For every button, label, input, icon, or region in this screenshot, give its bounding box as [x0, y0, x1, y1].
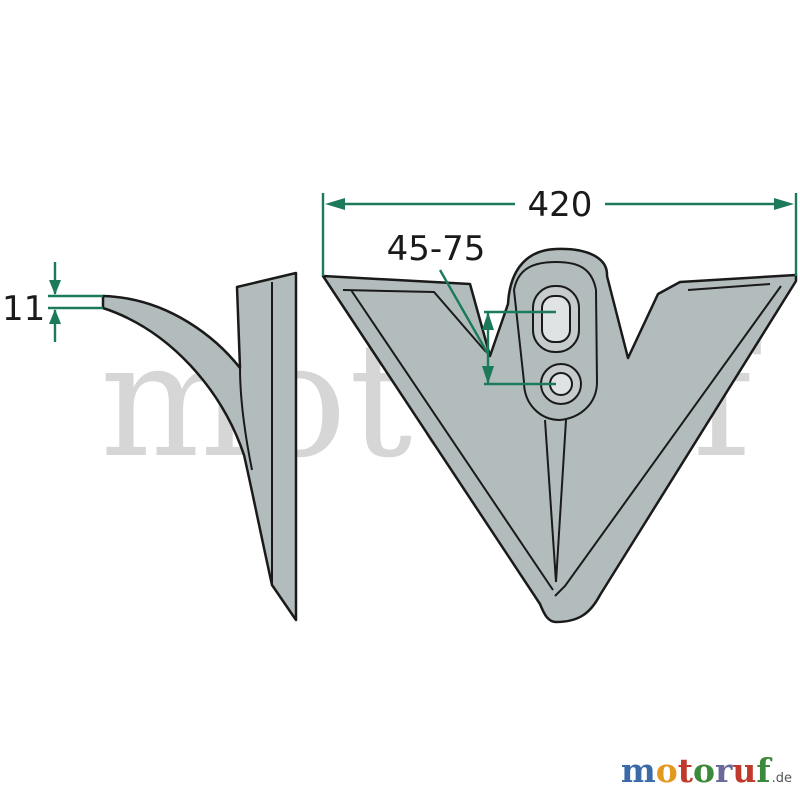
brand-logo-letter: o — [655, 751, 678, 790]
brand-logo-letter: r — [715, 751, 733, 790]
side-view-curve-edge — [239, 367, 253, 471]
brand-logo-text: motoruf — [621, 751, 771, 790]
brand-logo-tld: .de — [771, 771, 792, 786]
slot-range-dimension: 45-75 — [387, 229, 556, 386]
mounting-plate — [512, 260, 599, 422]
center-rib — [544, 419, 567, 583]
left-wing-edge — [342, 289, 554, 591]
brand-logo[interactable]: motoruf.de — [621, 751, 792, 790]
brand-logo-letter: o — [693, 751, 716, 790]
width-label: 420 — [528, 185, 593, 225]
brand-logo-letter: f — [756, 751, 771, 790]
front-view — [321, 247, 798, 624]
mounting-slot-inner — [541, 295, 571, 343]
right-wing-edge — [554, 283, 782, 597]
side-view-body — [101, 271, 298, 622]
width-dimension: 420 — [321, 185, 798, 276]
slot-range-label: 45-75 — [387, 229, 486, 269]
thickness-label: 11 — [2, 289, 45, 329]
brand-logo-letter: m — [620, 751, 656, 790]
share-body — [321, 247, 798, 624]
thickness-dimension: 11 — [2, 262, 103, 342]
side-view — [101, 271, 298, 622]
brand-logo-letter: u — [732, 751, 757, 790]
brand-logo-letter: t — [677, 751, 693, 790]
